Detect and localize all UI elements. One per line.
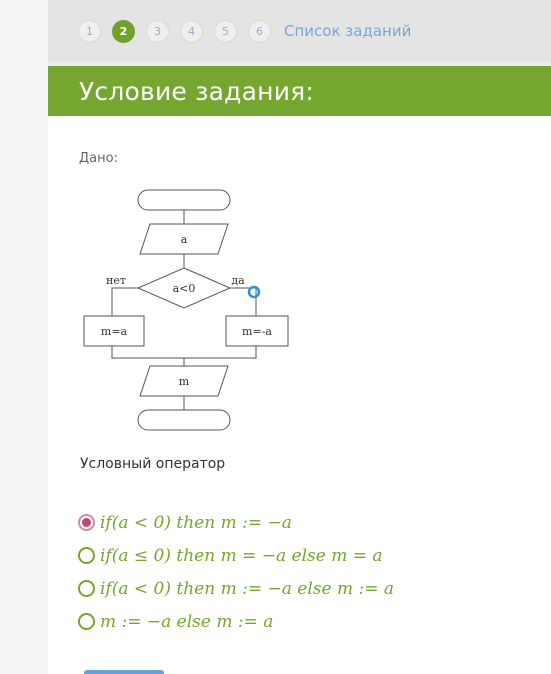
answer-option-1[interactable]: if(a < 0) then m := −a bbox=[78, 506, 394, 539]
question-text: Условный оператор bbox=[80, 456, 226, 472]
page-button-2[interactable]: 2 bbox=[112, 19, 135, 43]
answer-option-3[interactable]: if(a < 0) then m := −a else m := a bbox=[78, 572, 394, 605]
flowchart-yes-label: да bbox=[231, 274, 245, 287]
radio-button-2[interactable] bbox=[78, 547, 95, 564]
answer-options: if(a < 0) then m := −a if(a ≤ 0) then m … bbox=[78, 506, 394, 638]
task-navigation: 1 2 3 4 5 6 Список заданий bbox=[48, 0, 551, 62]
submit-button[interactable] bbox=[84, 670, 164, 674]
answer-option-text: if(a ≤ 0) then m = −a else m = a bbox=[100, 545, 383, 566]
panel-title: Условие задания: bbox=[48, 66, 551, 116]
left-margin bbox=[0, 0, 48, 674]
flowchart-right-box-label: m=-a bbox=[242, 325, 272, 338]
answer-option-2[interactable]: if(a ≤ 0) then m = −a else m = a bbox=[78, 539, 394, 572]
flowchart-input bbox=[139, 223, 229, 255]
answer-option-text: m := −a else m := a bbox=[100, 611, 274, 632]
radio-button-4[interactable] bbox=[78, 613, 95, 630]
flowchart-output bbox=[139, 365, 229, 397]
flowchart-left-box-label: m=a bbox=[101, 325, 128, 338]
page-button-3[interactable]: 3 bbox=[146, 19, 169, 43]
page-button-6[interactable]: 6 bbox=[248, 19, 271, 43]
flowchart-end bbox=[137, 409, 231, 431]
flowchart-start bbox=[137, 189, 231, 211]
radio-button-3[interactable] bbox=[78, 580, 95, 597]
cursor-indicator-icon bbox=[247, 285, 261, 299]
given-label: Дано: bbox=[79, 151, 118, 166]
answer-option-text: if(a < 0) then m := −a bbox=[100, 512, 292, 533]
answer-option-4[interactable]: m := −a else m := a bbox=[78, 605, 394, 638]
flowchart-input-label: a bbox=[181, 233, 188, 246]
flowchart-decision bbox=[136, 267, 232, 309]
flowchart-no-label: нет bbox=[106, 274, 126, 287]
page-button-1[interactable]: 1 bbox=[78, 19, 101, 43]
radio-button-1[interactable] bbox=[78, 514, 95, 531]
flowchart-diagram: a a<0 нет да m=a m=-a m bbox=[83, 189, 289, 431]
page-button-5[interactable]: 5 bbox=[214, 19, 237, 43]
flowchart-left-box bbox=[83, 315, 145, 347]
flowchart-output-label: m bbox=[179, 375, 190, 388]
task-list-link[interactable]: Список заданий bbox=[284, 22, 412, 40]
page-button-4[interactable]: 4 bbox=[180, 19, 203, 43]
task-panel: Условие задания: Дано: a a<0 не bbox=[48, 66, 551, 674]
answer-option-text: if(a < 0) then m := −a else m := a bbox=[100, 578, 394, 599]
flowchart-right-box bbox=[225, 315, 289, 347]
flowchart-condition-label: a<0 bbox=[173, 282, 196, 295]
